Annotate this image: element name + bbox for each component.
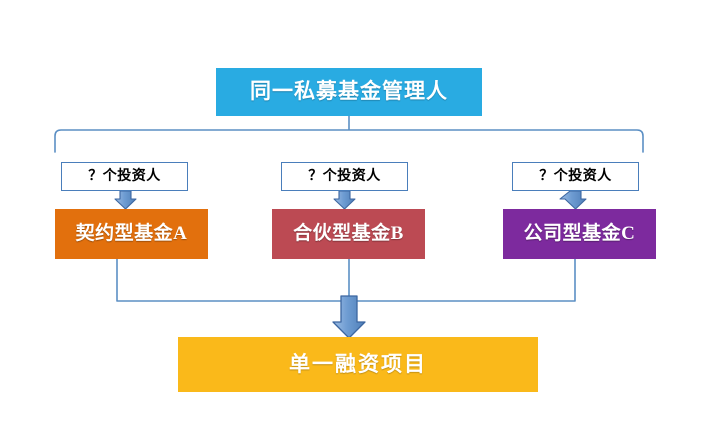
fund-box-corporate-c[interactable]: 公司型基金C: [503, 209, 656, 259]
investor-count-box-a[interactable]: ？个投资人: [61, 162, 188, 191]
financing-project-box[interactable]: 单一融资项目: [178, 337, 538, 392]
arrow-investor-to-fund-a: [114, 190, 137, 210]
arrow-investor-to-fund-b: [333, 190, 356, 210]
fund-merge-bracket: [116, 259, 576, 302]
fund-box-partnership-b[interactable]: 合伙型基金B: [272, 209, 425, 259]
arrow-funds-to-project: [332, 295, 366, 339]
fund-manager-box[interactable]: 同一私募基金管理人: [216, 68, 482, 116]
investor-count-box-c[interactable]: ？个投资人: [512, 162, 639, 191]
fund-box-contractual-a[interactable]: 契约型基金A: [55, 209, 208, 259]
investor-count-box-b[interactable]: ？个投资人: [281, 162, 408, 191]
arrow-investor-to-fund-c: [559, 190, 587, 210]
top-bracket: [54, 129, 644, 153]
